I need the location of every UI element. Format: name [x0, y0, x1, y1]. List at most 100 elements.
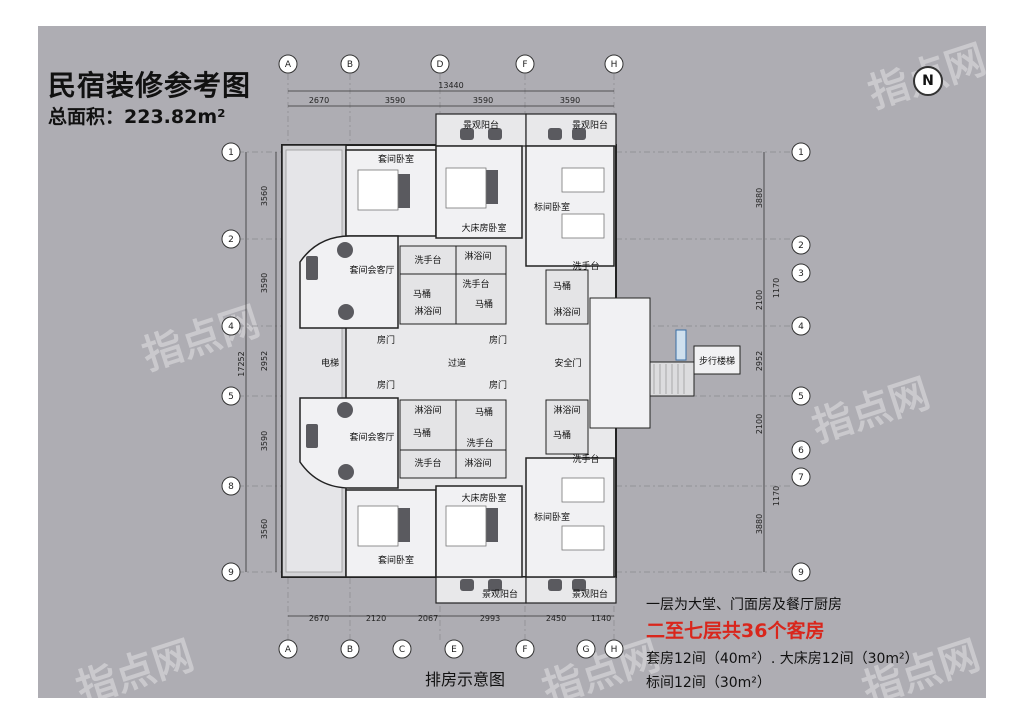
north-arrow-icon: N: [913, 66, 943, 96]
room-label: 景观阳台: [572, 119, 608, 131]
room-label: 景观阳台: [482, 588, 518, 600]
dimension-label: 3590: [260, 431, 269, 451]
dimension-label: 2100: [755, 414, 764, 434]
room-label: 洗手台: [466, 437, 493, 449]
room-label: 马桶: [553, 429, 571, 441]
dimension-label: 2952: [755, 351, 764, 371]
room-label: 淋浴间: [414, 305, 441, 317]
axis-label: 2: [798, 241, 804, 251]
bathrooms: [399, 245, 589, 479]
room-label: 步行楼梯: [699, 355, 735, 367]
axis-label: 9: [798, 568, 804, 578]
room-label: 洗手台: [414, 254, 441, 266]
dimension-label: 3880: [755, 514, 764, 534]
axis-label: H: [611, 60, 618, 70]
dimension-text: 13440 2670 3590 3590 3590 2670 2120 2067…: [309, 81, 611, 623]
suite-living: [299, 235, 399, 489]
room-label: 淋浴间: [414, 404, 441, 416]
room-label: 套间卧室: [378, 153, 414, 165]
dimension-text-vertical: 17252 3560 3590 2952 3590 3560 3880 1170…: [237, 186, 781, 539]
axis-label: B: [347, 645, 353, 655]
axis-label: 3: [798, 269, 804, 279]
room-label: 过道: [448, 357, 466, 369]
axis-marker-top-D: D: [430, 54, 450, 74]
dimension-label: 3880: [755, 188, 764, 208]
dimension-label: 3590: [385, 96, 405, 105]
room-label: 洗手台: [572, 260, 599, 272]
balcony-bottom: [435, 576, 617, 604]
stair-landing: [589, 297, 741, 429]
room-label: 淋浴间: [464, 250, 491, 262]
room-labels: 景观阳台 景观阳台 套间卧室 大床房卧室 标间卧室 套间会客厅 洗手台 淋浴间 …: [321, 119, 735, 600]
room-label: 洗手台: [572, 453, 599, 465]
room-label: 房门: [377, 334, 395, 346]
room-label: 标间卧室: [534, 511, 570, 523]
total-area: 总面积：223.82m²: [48, 106, 226, 128]
room-label: 大床房卧室: [461, 222, 506, 234]
room-label: 马桶: [553, 280, 571, 292]
axis-label: 1: [798, 148, 804, 158]
plan-caption: 排房示意图: [425, 670, 506, 689]
axis-label: 9: [228, 568, 234, 578]
grid-label-left: 1 2 4 5 8 9: [221, 142, 241, 582]
axis-label: D: [437, 60, 444, 70]
axis-marker-top-B: B: [340, 54, 360, 74]
info-twin-rooms: 标间12间（30m²）: [646, 675, 771, 691]
axis-label: 1: [228, 148, 234, 158]
room-label: 电梯: [321, 357, 339, 369]
dimension-label: 3560: [260, 519, 269, 539]
dimension-label: 2952: [260, 351, 269, 371]
room-label: 洗手台: [414, 457, 441, 469]
axis-label: A: [285, 645, 292, 655]
room-label: 套间卧室: [378, 554, 414, 566]
axis-marker-top-H: H: [604, 54, 624, 74]
beds: [357, 167, 605, 551]
room-label: 景观阳台: [463, 119, 499, 131]
info-room-types: 套房12间（40m²）. 大床房12间（30m²）: [646, 651, 919, 667]
dimension-label: 2450: [546, 614, 566, 623]
room-label: 大床房卧室: [461, 492, 506, 504]
room-label: 景观阳台: [572, 588, 608, 600]
room-label: 安全门: [554, 357, 581, 369]
room-label: 房门: [489, 379, 507, 391]
dimension-label: 3560: [260, 186, 269, 206]
room-label: 房门: [489, 334, 507, 346]
axis-label: F: [522, 60, 527, 70]
room-label: 马桶: [413, 427, 431, 439]
dimension-label: 1140: [591, 614, 611, 623]
axis-marker-top-A: A: [278, 54, 298, 74]
dimension-label: 17252: [237, 351, 246, 376]
room-label: 马桶: [475, 406, 493, 418]
page-title: 民宿装修参考图: [48, 69, 252, 102]
dimension-label: 3590: [560, 96, 580, 105]
room-label: 马桶: [475, 298, 493, 310]
room-label: 淋浴间: [464, 457, 491, 469]
axis-label: 4: [228, 322, 234, 332]
dimension-label: 1170: [772, 278, 781, 298]
axis-label: C: [399, 645, 405, 655]
dimension-label: 2100: [755, 290, 764, 310]
grid-label-top: A B D F H: [278, 54, 624, 74]
room-label: 马桶: [413, 288, 431, 300]
room-label: 洗手台: [462, 278, 489, 290]
dimension-label: 2993: [480, 614, 500, 623]
axis-label: F: [522, 645, 527, 655]
room-label: 套间会客厅: [349, 264, 394, 276]
axis-label: 7: [798, 473, 804, 483]
info-room-count: 二至七层共36个客房: [646, 620, 825, 642]
axis-label: B: [347, 60, 353, 70]
room-label: 标间卧室: [534, 201, 570, 213]
axis-label: 8: [228, 482, 234, 492]
dimension-label: 2120: [366, 614, 386, 623]
axis-label: 5: [798, 392, 804, 402]
room-label: 套间会客厅: [349, 431, 394, 443]
axis-label: 5: [228, 392, 234, 402]
info-floor-note: 一层为大堂、门面房及餐厅厨房: [646, 597, 842, 613]
dimension-label: 1170: [772, 486, 781, 506]
dimension-label: 2670: [309, 96, 329, 105]
axis-label: G: [583, 645, 590, 655]
grid-label-bottom: A B C E F G H: [278, 639, 624, 659]
axis-label: 6: [798, 446, 804, 456]
furniture: [306, 128, 586, 591]
